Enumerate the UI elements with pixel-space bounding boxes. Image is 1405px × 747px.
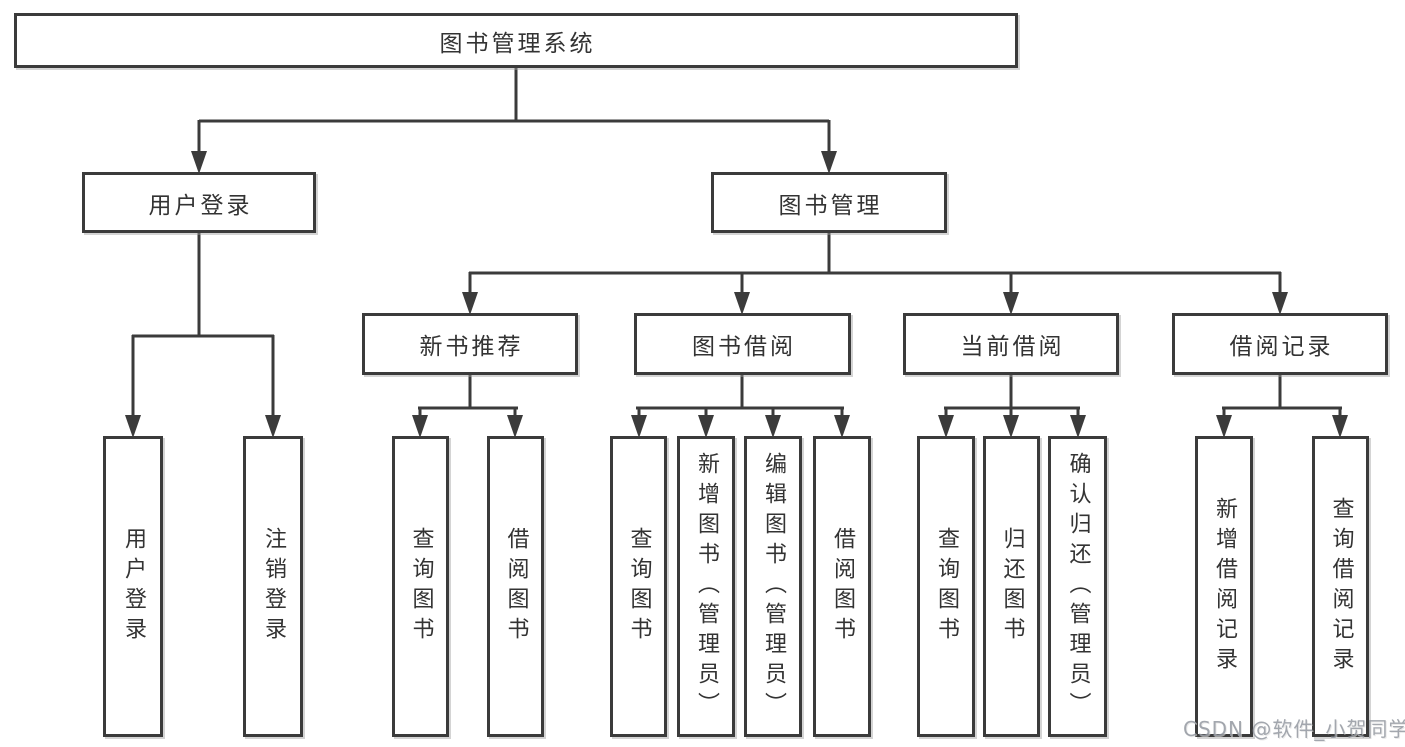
- leaf-query-books-borrowing-label: 查询图书: [626, 526, 652, 647]
- leaf-query-borrow-record: 查询借阅记录: [1312, 436, 1369, 737]
- leaf-add-borrow-record-label: 新增借阅记录: [1212, 496, 1237, 677]
- leaf-query-books-current: 查询图书: [917, 436, 975, 737]
- leaf-logout: 注销登录: [243, 436, 303, 737]
- node-book-borrowing: 图书借阅: [634, 313, 851, 375]
- leaf-add-books-admin: 新增图书（管理员）: [677, 436, 735, 737]
- node-library-system-label: 图书管理系统: [439, 30, 596, 57]
- leaf-logout-label: 注销登录: [261, 526, 286, 647]
- leaf-add-books-admin-label: 新增图书（管理员）: [694, 451, 719, 722]
- csdn-watermark: CSDN @软件_小贺同学: [1183, 717, 1405, 741]
- node-library-system: 图书管理系统: [14, 13, 1018, 68]
- node-current-borrowing: 当前借阅: [903, 313, 1119, 375]
- node-book-management: 图书管理: [711, 172, 947, 233]
- node-book-management-label: 图书管理: [778, 192, 883, 219]
- leaf-query-books-current-label: 查询图书: [934, 526, 959, 647]
- node-borrowing-records-label: 借阅记录: [1229, 334, 1334, 360]
- node-current-borrowing-label: 当前借阅: [960, 334, 1065, 360]
- node-new-book-recommend: 新书推荐: [362, 313, 578, 375]
- leaf-borrow-books: 借阅图书: [813, 436, 871, 737]
- leaf-confirm-return-admin-label: 确认归还（管理员）: [1065, 451, 1091, 722]
- leaf-return-books-label: 归还图书: [999, 526, 1025, 647]
- leaf-borrow-books-recommend: 借阅图书: [487, 436, 544, 737]
- leaf-edit-books-admin: 编辑图书（管理员）: [744, 436, 802, 737]
- node-borrowing-records: 借阅记录: [1172, 313, 1388, 375]
- leaf-query-books-recommend: 查询图书: [392, 436, 449, 737]
- leaf-user-login: 用户登录: [103, 436, 163, 737]
- leaf-borrow-books-recommend-label: 借阅图书: [503, 526, 529, 647]
- node-new-book-recommend-label: 新书推荐: [419, 334, 524, 360]
- leaf-user-login-label: 用户登录: [121, 526, 146, 647]
- leaf-add-borrow-record: 新增借阅记录: [1195, 436, 1253, 737]
- leaf-edit-books-admin-label: 编辑图书（管理员）: [761, 451, 786, 722]
- node-book-borrowing-label: 图书借阅: [692, 334, 796, 360]
- leaf-confirm-return-admin: 确认归还（管理员）: [1048, 436, 1107, 737]
- node-user-login-label: 用户登录: [148, 192, 253, 219]
- leaf-query-borrow-record-label: 查询借阅记录: [1328, 496, 1354, 677]
- leaf-query-books-recommend-label: 查询图书: [408, 526, 434, 647]
- leaf-return-books: 归还图书: [983, 436, 1040, 737]
- node-user-login: 用户登录: [82, 172, 316, 233]
- leaf-borrow-books-label: 借阅图书: [830, 526, 855, 647]
- leaf-query-books-borrowing: 查询图书: [610, 436, 667, 737]
